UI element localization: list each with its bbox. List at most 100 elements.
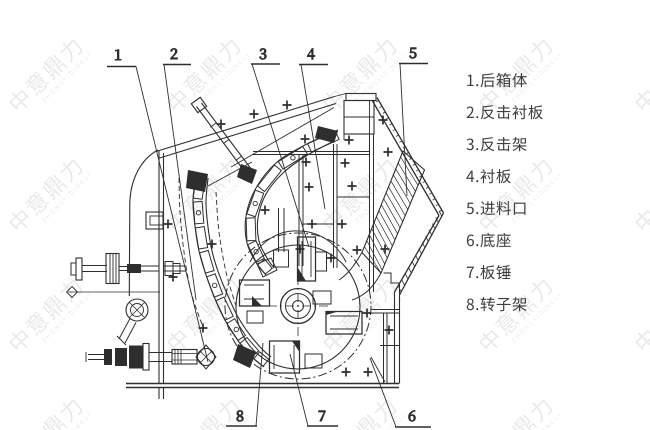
rotor bbox=[224, 230, 372, 380]
pivot-bracket-circle bbox=[125, 298, 149, 322]
callout-5: 5 bbox=[399, 41, 428, 197]
interior-panels-line bbox=[298, 154, 304, 266]
legend-item-7: 7.板锤 bbox=[466, 261, 512, 283]
feed-inlet-line bbox=[364, 156, 419, 274]
base-frame-line bbox=[383, 313, 388, 384]
tension-rod-lower-line bbox=[85, 352, 104, 362]
rotor-part bbox=[315, 251, 327, 272]
callout-number: 4 bbox=[307, 43, 315, 64]
impact-curtain-lower-circle bbox=[212, 282, 218, 289]
rotor-line bbox=[326, 311, 338, 315]
impact-curtain-lower-line bbox=[226, 318, 247, 342]
callout-4: 4 bbox=[299, 42, 328, 210]
pivot-bracket-line bbox=[116, 318, 137, 346]
tension-rod-upper-line bbox=[141, 265, 159, 272]
watermark-cn-text: 中意鼎力 bbox=[626, 268, 650, 359]
pivot-bracket bbox=[65, 285, 160, 346]
impact-curtain-upper-line bbox=[315, 126, 338, 143]
curtain-hanger-rod-part bbox=[190, 96, 208, 114]
bolt-marks bbox=[163, 100, 394, 377]
watermark-cn-text: 中意鼎力 bbox=[0, 268, 91, 359]
rotor-part bbox=[268, 340, 301, 374]
tension-rod-upper-part bbox=[75, 257, 83, 281]
tension-rod-lower-part bbox=[142, 342, 150, 371]
tension-rod-lower-part bbox=[171, 348, 198, 365]
callout-layer: 1 2 3 4 5 8 7 6 bbox=[107, 41, 431, 428]
feed-inlet-line bbox=[393, 212, 445, 296]
impact-curtain-lower-line bbox=[178, 177, 204, 328]
curtain-spring-rod-part bbox=[273, 249, 289, 268]
impact-curtain-upper-line bbox=[256, 258, 273, 275]
tension-rod-upper-part bbox=[105, 252, 120, 285]
curtain-spring-rod bbox=[273, 208, 289, 268]
curtain-hanger-rod-line bbox=[196, 102, 252, 175]
tension-rod-lower bbox=[85, 342, 217, 371]
callout-leader-line bbox=[255, 342, 264, 427]
legend-item-1: 1.后箱体 bbox=[466, 69, 528, 91]
impact-curtain-upper-line bbox=[246, 189, 265, 218]
callout-2: 2 bbox=[163, 42, 197, 301]
feed-inlet-line bbox=[338, 252, 382, 301]
callout-1: 1 bbox=[107, 43, 209, 363]
watermark-cn-text: 中意鼎力 bbox=[0, 28, 91, 119]
tension-rod-lower-part bbox=[115, 348, 127, 366]
callout-6: 6 bbox=[369, 357, 431, 428]
callout-7: 7 bbox=[289, 353, 338, 427]
impact-curtain-lower-line bbox=[194, 226, 209, 250]
impact-curtain-upper-circle bbox=[252, 200, 258, 207]
rotor-line bbox=[252, 296, 262, 306]
housing-line bbox=[158, 151, 165, 399]
interior-panels-line bbox=[333, 144, 338, 268]
housing-line bbox=[126, 382, 399, 389]
tension-rod-upper-line bbox=[163, 265, 186, 272]
rotor-part bbox=[312, 290, 332, 305]
watermark-cn-text: 中意鼎力 bbox=[314, 148, 405, 239]
impact-curtain-upper-circle bbox=[290, 155, 296, 161]
parts-legend: 1.后箱体 2.反击衬板 3.反击架 4.衬板 5.进料口 6.底座 7.板锤 … bbox=[466, 64, 544, 320]
impact-curtain-upper-line bbox=[256, 140, 335, 269]
rotor-part bbox=[325, 310, 363, 335]
rotor-line bbox=[292, 341, 300, 352]
housing-line bbox=[343, 100, 374, 140]
callout-number: 2 bbox=[170, 43, 178, 64]
tension-rod-lower-part bbox=[104, 349, 112, 365]
callout-leader-line bbox=[369, 357, 397, 428]
rotor-line bbox=[298, 268, 306, 281]
impact-curtain-upper bbox=[244, 126, 340, 278]
watermark-cn-text: 中意鼎力 bbox=[0, 148, 91, 239]
impact-curtain-lower-line bbox=[206, 273, 224, 298]
curtain-hanger-rod-line bbox=[235, 155, 243, 161]
rotor-part bbox=[246, 310, 264, 324]
rotor-line bbox=[273, 345, 295, 369]
base-frame bbox=[370, 309, 400, 384]
watermark-cn-text: 中意鼎力 bbox=[626, 148, 650, 239]
housing-line bbox=[230, 107, 335, 168]
pivot-bracket-line bbox=[129, 302, 145, 318]
callout-leader-line bbox=[135, 66, 209, 363]
tension-rod-upper-part bbox=[70, 262, 77, 276]
rotor-line bbox=[249, 230, 347, 263]
tension-rod-upper-part bbox=[127, 264, 141, 273]
impact-curtain-lower-line bbox=[192, 200, 205, 225]
callout-number: 7 bbox=[318, 405, 326, 426]
watermark-cn-text: 中意鼎力 bbox=[158, 148, 249, 239]
callout-number: 1 bbox=[114, 44, 122, 65]
callout-3: 3 bbox=[251, 42, 310, 248]
rotor-part bbox=[304, 353, 323, 369]
impact-curtain-upper-line bbox=[256, 257, 278, 278]
housing-part bbox=[149, 215, 164, 226]
pivot-bracket-circle bbox=[130, 303, 144, 317]
legend-item-8: 8.转子架 bbox=[466, 293, 528, 315]
tension-rod-upper-part bbox=[164, 261, 174, 276]
callout-number: 8 bbox=[236, 405, 244, 426]
